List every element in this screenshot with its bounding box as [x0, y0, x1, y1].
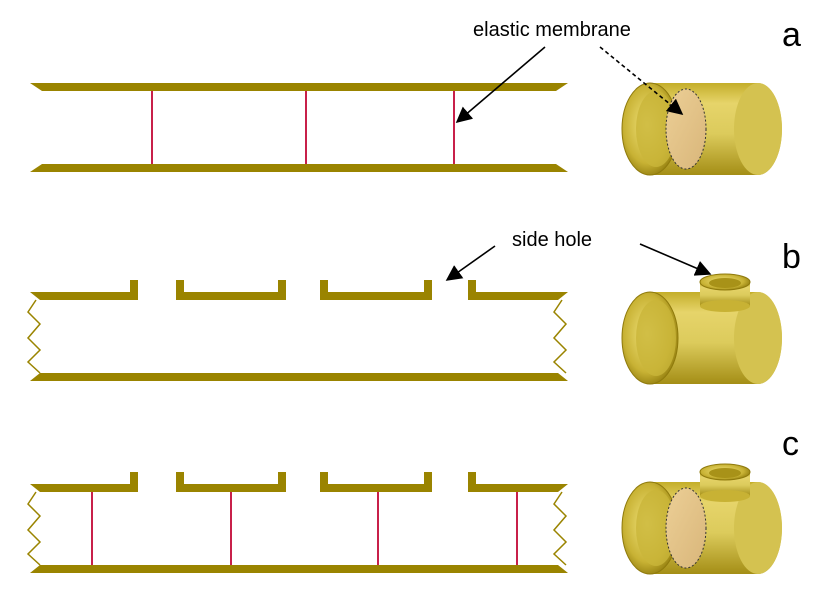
panel-b-bottom-wall	[30, 373, 568, 381]
panel-c-membrane-disc	[665, 487, 707, 569]
panel-c-right-break	[552, 491, 568, 566]
panel-b: b	[26, 238, 801, 385]
membrane-arrow-left	[455, 46, 546, 124]
side-hole-arrow-left	[445, 245, 496, 281]
panel-c-cylinder	[621, 463, 782, 575]
panel-a-membrane-disc	[665, 88, 707, 170]
panel-b-top-wall	[30, 280, 568, 300]
panel-b-letter: b	[782, 238, 801, 276]
side-hole-callout: side hole	[445, 229, 712, 281]
panel-a-letter: a	[782, 16, 801, 54]
panel-c: c	[26, 425, 799, 575]
membrane-arrow-right	[599, 46, 684, 116]
panel-b-left-break	[26, 299, 42, 374]
panel-c-top-wall	[30, 472, 568, 492]
panel-a-bottom-wall	[30, 164, 568, 172]
panel-b-right-break	[552, 299, 568, 374]
panel-c-left-break	[26, 491, 42, 566]
membrane-callout: elastic membrane	[455, 19, 684, 124]
side-hole-arrow-right	[639, 243, 712, 276]
panel-c-letter: c	[782, 425, 799, 463]
side-hole-label: side hole	[512, 229, 592, 251]
panel-a-cylinder	[621, 82, 782, 176]
panel-a: a	[30, 16, 801, 176]
panel-a-top-wall	[30, 83, 568, 91]
panel-b-cylinder	[621, 273, 782, 385]
panel-c-bottom-wall	[30, 565, 568, 573]
membrane-label: elastic membrane	[473, 19, 631, 41]
